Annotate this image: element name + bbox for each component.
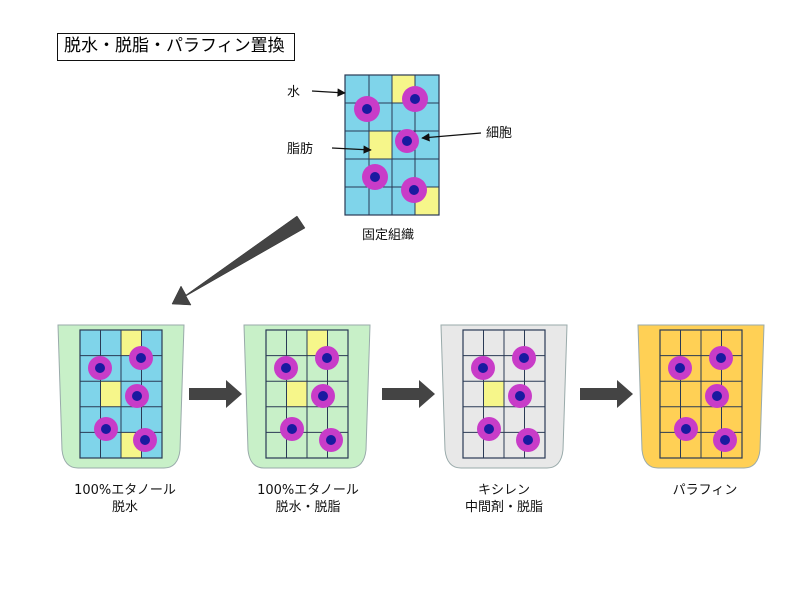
cell [709,346,733,370]
step-caption-line2: 中間剤・脱脂 [464,500,543,515]
fat-label: 脂肪 [287,142,314,157]
cell-pointer-arrow [421,132,482,142]
cell [471,356,495,380]
cell [713,428,737,452]
step-container [440,324,568,469]
step-arrow [382,380,435,408]
cell [362,164,388,190]
cell [516,428,540,452]
cell [280,417,304,441]
step-caption: キシレン 中間剤・脱脂 [424,482,584,516]
fixed-tissue-label: 固定組織 [362,228,415,243]
page-title: 脱水・脱脂・パラフィン置換 [57,33,295,61]
fat-cell [100,381,121,407]
cell [274,356,298,380]
fat-pointer-arrow [331,145,372,154]
cell [129,346,153,370]
step-caption-line2: 脱水 [111,500,138,515]
process-steps [57,324,765,469]
diagonal-process-arrow [171,215,306,306]
cell [668,356,692,380]
cell [88,356,112,380]
step-container [57,324,185,469]
cell [311,384,335,408]
water-pointer-arrow [311,88,346,97]
water-label: 水 [287,85,301,100]
fat-cell [483,381,504,407]
step-caption-line1: パラフィン [672,483,738,498]
cell [705,384,729,408]
fixed-tissue-block [344,74,440,216]
fat-cell [286,381,307,407]
cell [508,384,532,408]
cell [133,428,157,452]
step-arrow [189,380,242,408]
cell [354,96,380,122]
cell [512,346,536,370]
cell [315,346,339,370]
step-caption-line1: 100%エタノール [257,483,359,498]
step-container [243,324,371,469]
cell [477,417,501,441]
cell [401,177,427,203]
step-arrow [580,380,633,408]
step-caption: パラフィン [625,482,785,499]
step-caption: 100%エタノール 脱水・脱脂 [228,482,388,516]
cell-label: 細胞 [486,126,513,141]
cell [395,129,419,153]
step-caption-line1: キシレン [477,483,530,498]
fat-cell [369,131,392,159]
cell [402,86,428,112]
cell [674,417,698,441]
cell [319,428,343,452]
cell [125,384,149,408]
step-caption-line1: 100%エタノール [74,483,176,498]
step-caption: 100%エタノール 脱水 [45,482,205,516]
step-caption-line2: 脱水・脱脂 [275,500,341,515]
cell [94,417,118,441]
step-container [637,324,765,469]
